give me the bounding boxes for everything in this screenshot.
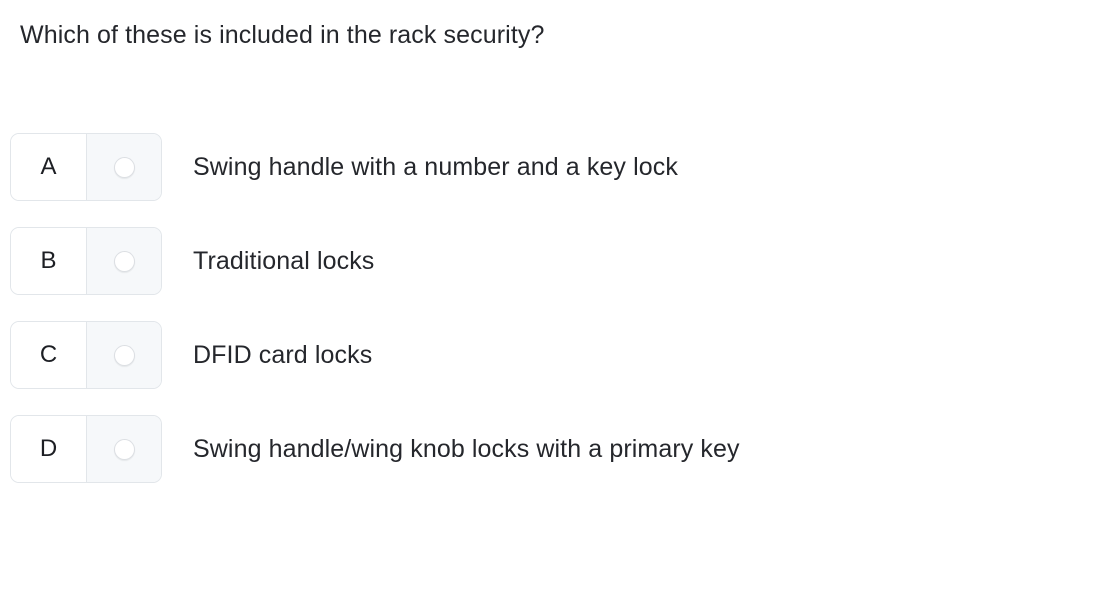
radio-unchecked-icon[interactable] [113, 250, 135, 272]
answer-option-a-label[interactable]: Swing handle with a number and a key loc… [193, 153, 678, 181]
radio-unchecked-icon[interactable] [113, 156, 135, 178]
question-text: Which of these is included in the rack s… [20, 21, 545, 49]
answer-option-c-letter: C [11, 322, 87, 388]
radio-unchecked-icon[interactable] [113, 438, 135, 460]
answer-option-a-letter: A [11, 134, 87, 200]
answer-option-d-control[interactable]: D [10, 415, 162, 483]
answer-option-d-radio-cell[interactable] [87, 416, 161, 482]
answer-option-b-label[interactable]: Traditional locks [193, 247, 375, 275]
answer-option-b[interactable]: B Traditional locks [0, 227, 1112, 295]
answer-option-c-control[interactable]: C [10, 321, 162, 389]
answer-option-d[interactable]: D Swing handle/wing knob locks with a pr… [0, 415, 1112, 483]
answer-option-c[interactable]: C DFID card locks [0, 321, 1112, 389]
answer-option-d-label[interactable]: Swing handle/wing knob locks with a prim… [193, 435, 740, 463]
answer-options-list: A Swing handle with a number and a key l… [0, 133, 1112, 509]
answer-option-a-control[interactable]: A [10, 133, 162, 201]
answer-option-a[interactable]: A Swing handle with a number and a key l… [0, 133, 1112, 201]
answer-option-b-letter: B [11, 228, 87, 294]
answer-option-c-radio-cell[interactable] [87, 322, 161, 388]
answer-option-d-letter: D [11, 416, 87, 482]
answer-option-c-label[interactable]: DFID card locks [193, 341, 373, 369]
answer-option-b-radio-cell[interactable] [87, 228, 161, 294]
answer-option-a-radio-cell[interactable] [87, 134, 161, 200]
answer-option-b-control[interactable]: B [10, 227, 162, 295]
radio-unchecked-icon[interactable] [113, 344, 135, 366]
